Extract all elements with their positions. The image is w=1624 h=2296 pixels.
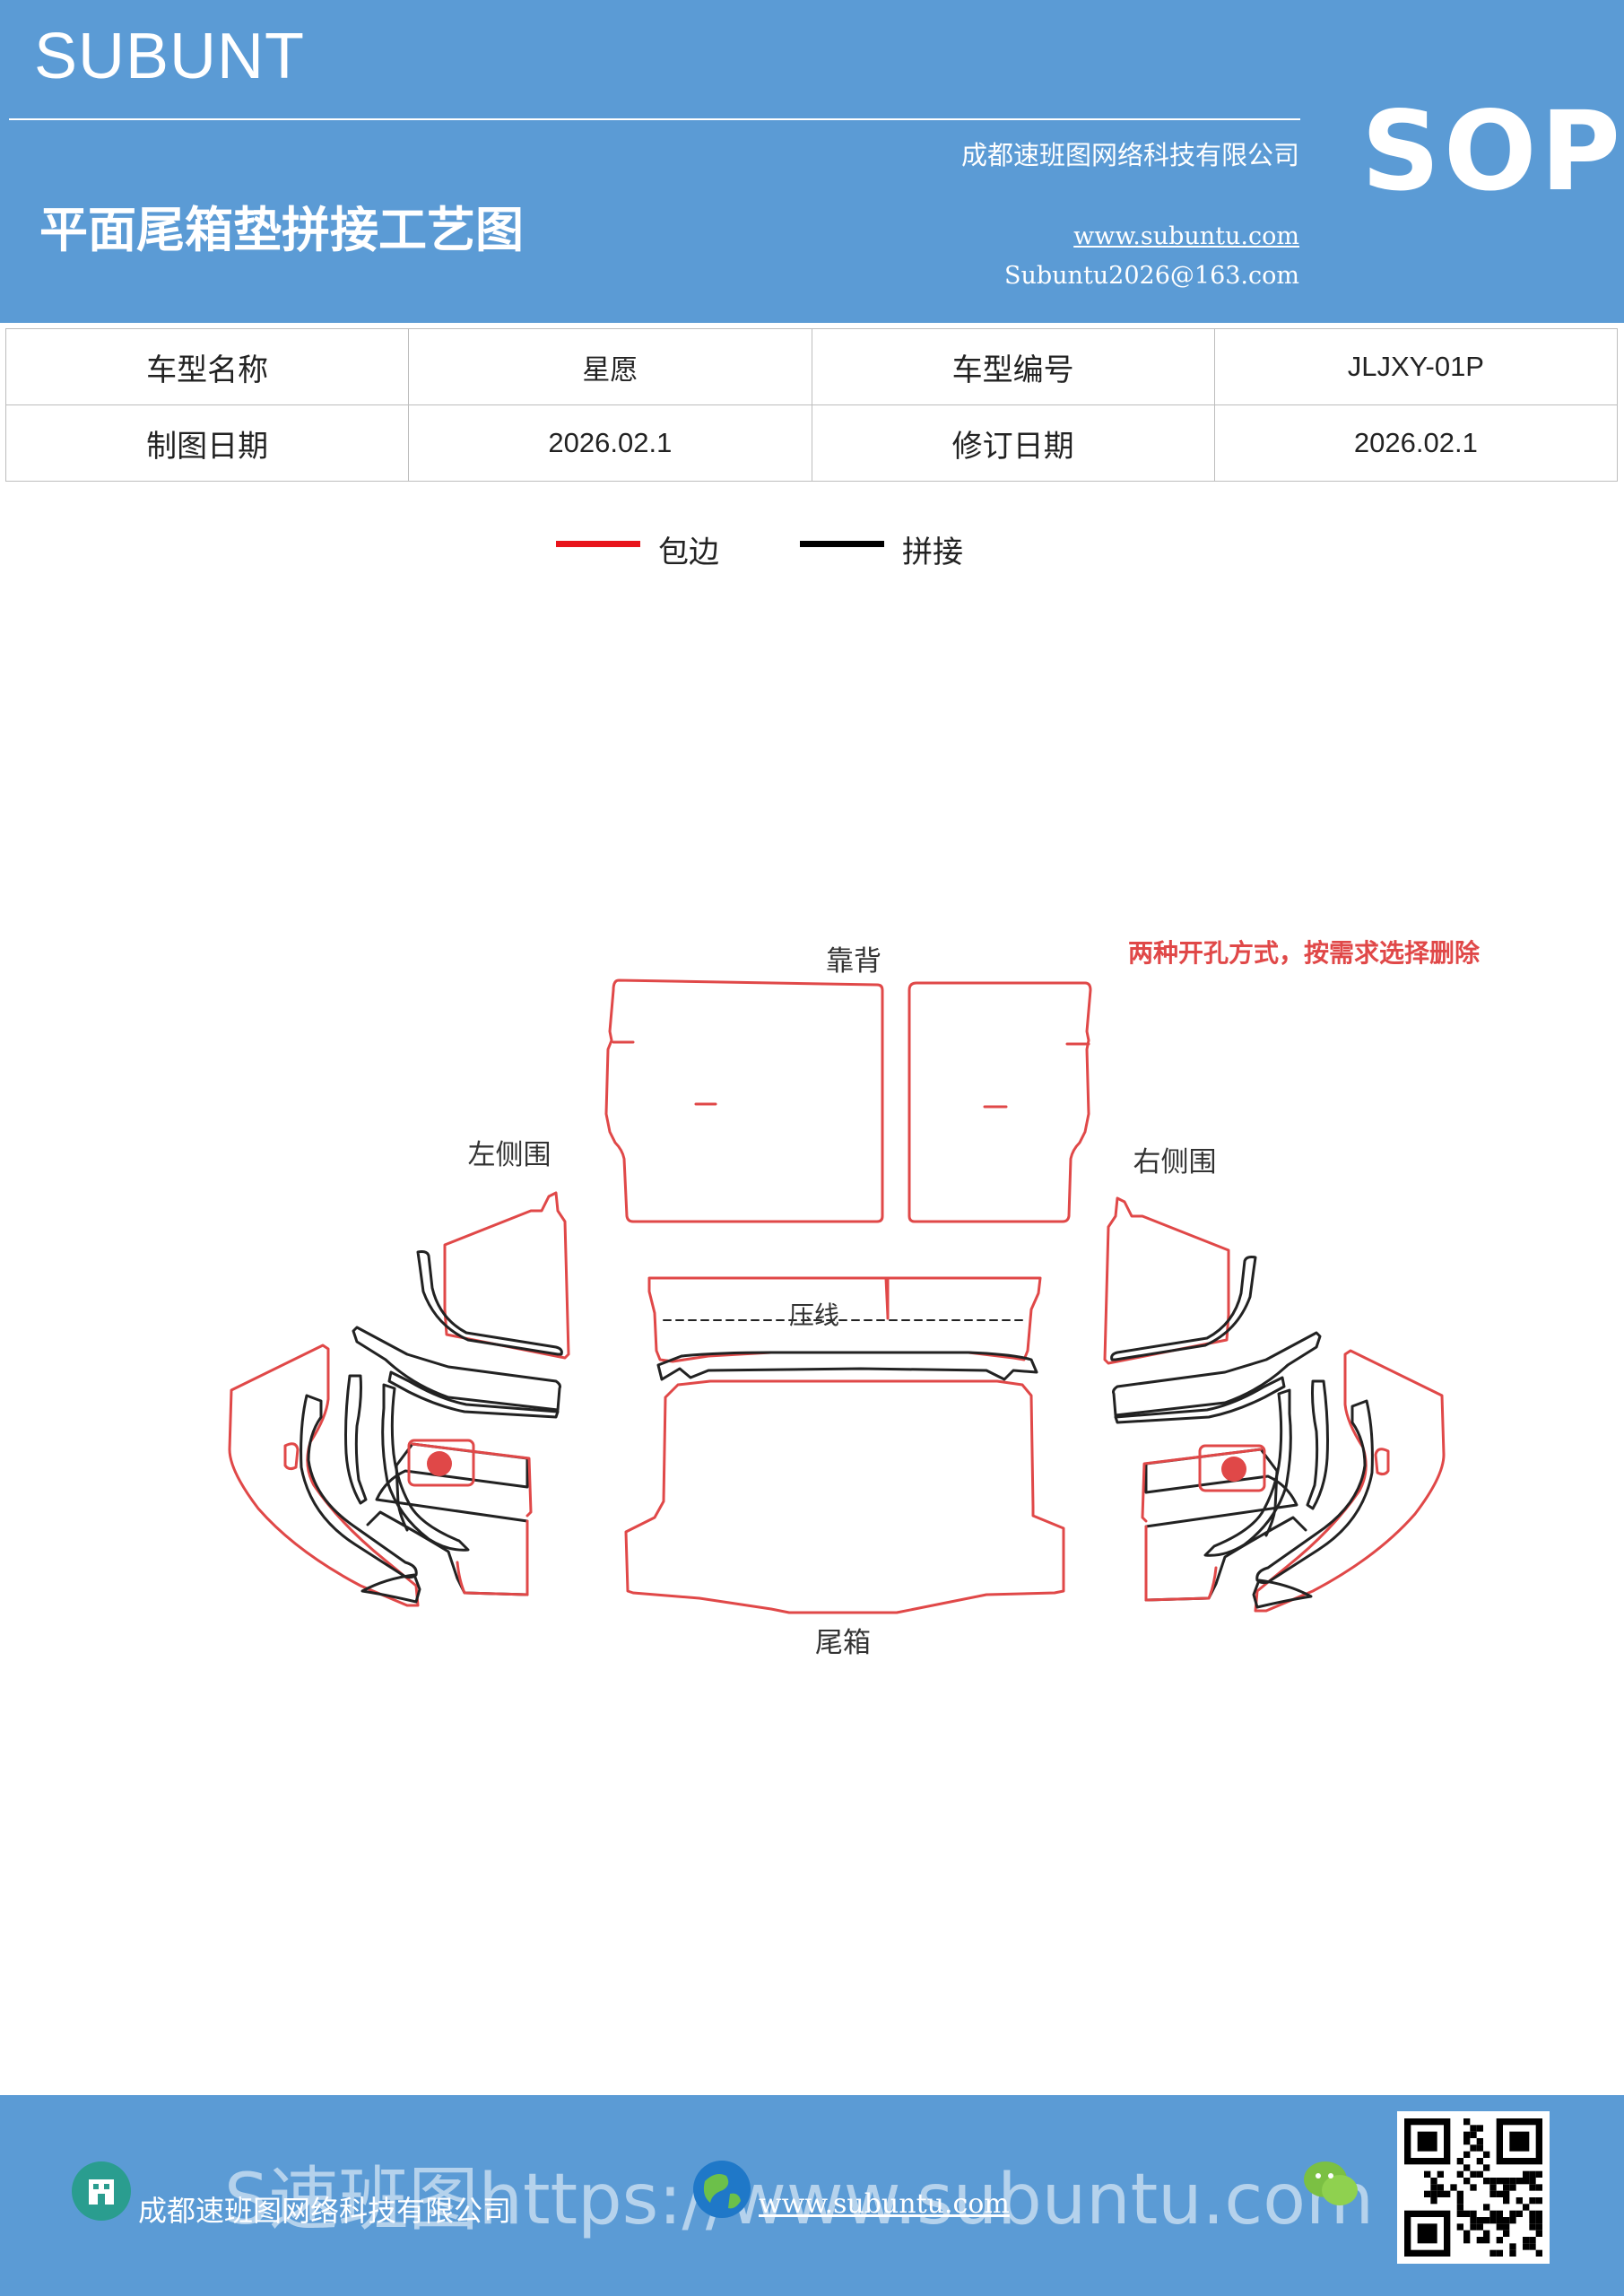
left-side-inner-wheel-arch: [300, 1394, 418, 1579]
table-cell-label: 车型编号: [811, 328, 1215, 405]
left-side-upper-panel: [443, 1191, 570, 1360]
right-side-arc-band: [1112, 1331, 1322, 1417]
backrest-right-panel: [908, 981, 1092, 1223]
qr-code-icon: [1397, 2111, 1550, 2264]
trunk-floor-panel: [624, 1379, 1065, 1614]
trunk-mat-pattern-diagram: 靠背 左侧围 右侧围 压线 尾箱 两种开孔方式，按需求选择删除: [228, 938, 1481, 1659]
right-side-arc-band-2: [1114, 1376, 1286, 1424]
table-cell-label: 车型名称: [4, 328, 410, 405]
table-cell-value: 星愿: [408, 328, 812, 405]
right-side-upper-edge: [1141, 1448, 1263, 1523]
left-side-upper-edge: [411, 1442, 533, 1518]
email-address: Subuntu2026@163.com: [1004, 262, 1299, 290]
right-side-lower-tab: [1252, 1578, 1313, 1609]
left-side-lower-edge: [456, 1519, 529, 1596]
left-side-arc-band-2: [387, 1370, 560, 1419]
left-side-outer-panel: [228, 1344, 420, 1607]
label-right-side: 右侧围: [1133, 1146, 1217, 1178]
label-trunk: 尾箱: [815, 1627, 871, 1659]
building-icon: [72, 2161, 131, 2221]
legend-swatch-seam: [800, 541, 884, 547]
right-side-lower-edge: [1144, 1525, 1218, 1602]
footer-company-name: 成都速班图网络科技有限公司: [138, 2194, 512, 2228]
left-side-lower-arch: [366, 1442, 529, 1596]
right-side-panels: [1103, 1196, 1446, 1613]
header-divider: [9, 118, 1300, 120]
company-name: 成都速班图网络科技有限公司: [960, 140, 1299, 170]
hole-option-note: 两种开孔方式，按需求选择删除: [1128, 938, 1481, 968]
left-side-upper-arc: [416, 1250, 563, 1356]
floor-seam-strip: [656, 1351, 1038, 1381]
wechat-icon: [1304, 2161, 1358, 2205]
right-side-clip: [1374, 1448, 1390, 1476]
legend: 包边 拼接: [0, 527, 1624, 570]
left-side-vent-icon: [427, 1451, 452, 1476]
table-cell-value: 2026.02.1: [1213, 404, 1619, 482]
label-crease: 压线: [789, 1300, 839, 1330]
right-side-outer-panel: [1254, 1349, 1446, 1613]
right-side-upper-arc: [1110, 1256, 1257, 1361]
left-side-arc-band: [352, 1326, 561, 1412]
document-title: 平面尾箱垫拼接工艺图: [39, 202, 524, 258]
header-banner: SUBUNT 平面尾箱垫拼接工艺图 成都速班图网络科技有限公司 www.subu…: [0, 0, 1624, 323]
table-cell-value: JLJXY-01P: [1213, 328, 1619, 405]
left-side-wheel-trim: [344, 1374, 368, 1505]
table-cell-label: 制图日期: [4, 404, 410, 482]
right-side-lower-arch: [1144, 1448, 1307, 1602]
footer-watermark: S速班图https://www.subuntu.com: [224, 2160, 1374, 2240]
sop-badge: SOP: [1361, 88, 1624, 215]
right-side-vent-icon: [1221, 1457, 1246, 1482]
right-side-wheel-trim: [1306, 1379, 1329, 1510]
table-cell-label: 修订日期: [811, 404, 1215, 482]
vehicle-info-table: 车型名称 星愿 车型编号 JLJXY-01P 制图日期 2026.02.1 修订…: [4, 328, 1619, 482]
globe-icon: [693, 2161, 751, 2218]
right-side-vent-box: [1198, 1444, 1266, 1492]
left-side-lower-band: [381, 1383, 470, 1552]
table-row: 车型名称 星愿 车型编号 JLJXY-01P: [4, 328, 1619, 405]
label-left-side: 左侧围: [468, 1139, 551, 1171]
footer-website-link[interactable]: www.subuntu.com: [759, 2188, 1010, 2220]
legend-label-seam: 拼接: [902, 535, 963, 570]
right-side-upper-panel: [1103, 1196, 1230, 1365]
left-side-vent-box: [407, 1439, 475, 1487]
left-side-clip: [283, 1442, 300, 1471]
table-row: 制图日期 2026.02.1 修订日期 2026.02.1: [4, 404, 1619, 482]
footer-banner: S速班图https://www.subuntu.com 成都速班图网络科技有限公…: [0, 2095, 1624, 2296]
legend-label-edge: 包边: [658, 535, 719, 570]
website-link[interactable]: www.subuntu.com: [1073, 222, 1299, 250]
left-side-lower-tab: [360, 1573, 421, 1604]
table-cell-value: 2026.02.1: [408, 404, 812, 482]
label-backrest: 靠背: [826, 945, 881, 978]
backrest-left-panel: [604, 978, 884, 1223]
legend-swatch-edge: [556, 541, 640, 547]
qr-code-pattern: [1404, 2118, 1542, 2257]
brand-name: SUBUNT: [34, 21, 306, 92]
right-side-inner-wheel-arch: [1255, 1399, 1374, 1585]
right-side-lower-band: [1203, 1388, 1292, 1557]
